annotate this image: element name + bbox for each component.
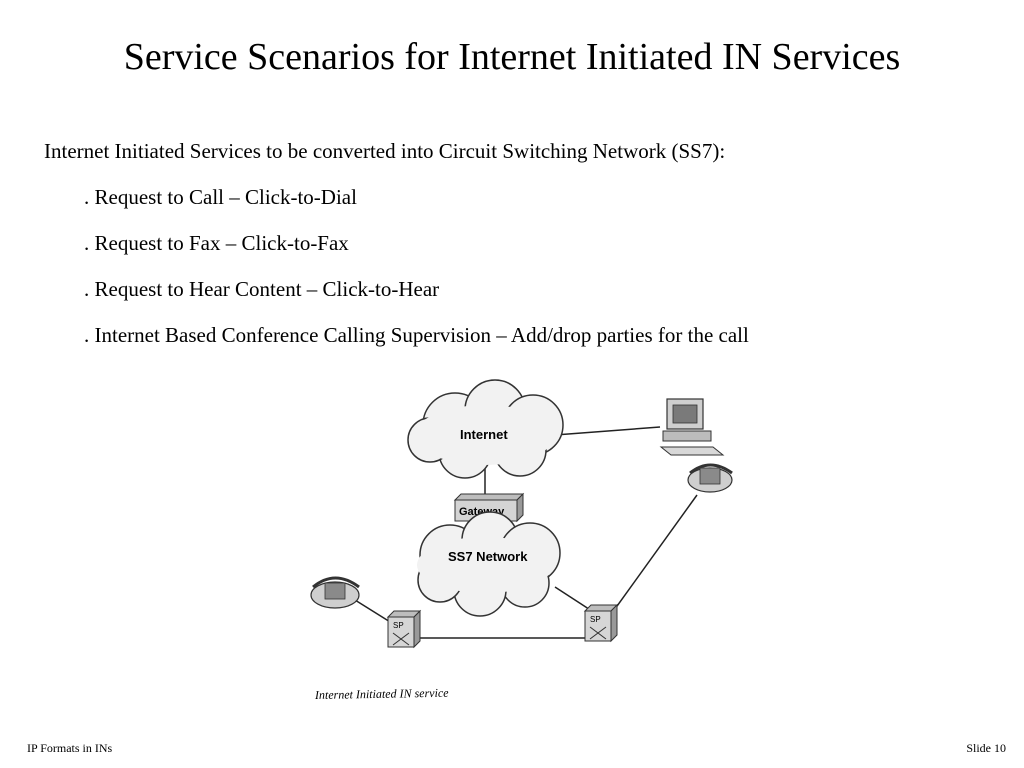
network-diagram: Internet Gateway SS7 Network bbox=[310, 379, 733, 702]
sp-left-label: SP bbox=[393, 621, 404, 630]
computer-icon bbox=[659, 398, 725, 456]
sp-right-label: SP bbox=[590, 615, 601, 624]
link-internet-computer bbox=[554, 426, 661, 436]
ss7-cloud: SS7 Network bbox=[417, 511, 561, 617]
link-sp-right-phone-right bbox=[606, 494, 698, 621]
bullet-item: . Request to Fax – Click-to-Fax bbox=[84, 231, 349, 255]
intro-text: Internet Initiated Services to be conver… bbox=[44, 139, 726, 163]
internet-label: Internet bbox=[460, 427, 508, 442]
sp-right-switch: SP bbox=[583, 603, 619, 643]
diagram-caption: Internet Initiated IN service bbox=[314, 686, 450, 702]
ss7-network-label: SS7 Network bbox=[448, 549, 528, 564]
bullet-item: . Internet Based Conference Calling Supe… bbox=[84, 323, 749, 347]
telephone-left-icon bbox=[310, 576, 360, 609]
slide-number: Slide 10 bbox=[966, 741, 1006, 755]
telephone-right-icon bbox=[687, 463, 733, 493]
bullet-list: . Request to Call – Click-to-Dial . Requ… bbox=[84, 184, 749, 368]
bullet-item: . Request to Hear Content – Click-to-Hea… bbox=[84, 277, 440, 301]
slide-title: Service Scenarios for Internet Initiated… bbox=[123, 36, 901, 78]
sp-left-switch: SP bbox=[386, 609, 422, 649]
bullet-item: . Request to Call – Click-to-Dial bbox=[84, 185, 357, 209]
footer-left: IP Formats in INs bbox=[27, 741, 113, 755]
internet-cloud: Internet bbox=[407, 379, 564, 479]
